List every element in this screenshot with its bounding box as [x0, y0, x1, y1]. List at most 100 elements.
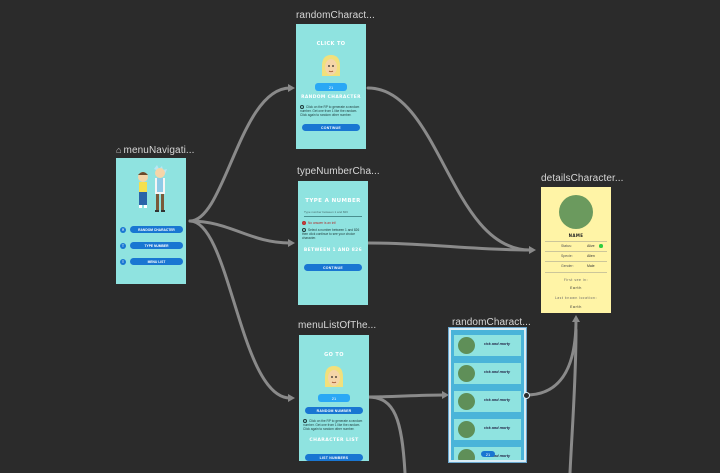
gender-label: Gender: — [561, 264, 574, 268]
node-title-text: menuNavigati... — [123, 145, 195, 156]
list-item[interactable]: rick and morty — [454, 419, 521, 443]
screen-random-list-selected[interactable]: rick and morty rick and morty rick and m… — [449, 328, 526, 462]
avatar — [458, 393, 475, 410]
specie-label: Specie: — [561, 254, 573, 258]
error-text-content: No answer is an int! — [308, 221, 336, 225]
continue-button[interactable]: CONTINUE — [304, 264, 362, 271]
screen-type-number[interactable]: TYPE A NUMBER Type number between 1 and … — [298, 181, 368, 305]
divider — [545, 251, 607, 252]
random-character-button[interactable]: RANDOM CHARACTER — [130, 226, 183, 233]
error-text: No answer is an int! — [302, 221, 336, 226]
menu-row-list[interactable]: ≡ MENU LIST — [119, 258, 183, 266]
screen-random-character[interactable]: CLICK TO 21 RANDOM CHARACTER Click on th… — [296, 24, 366, 149]
type-number-button[interactable]: TYPE NUMBER — [130, 242, 183, 249]
continue-button[interactable]: CONTINUE — [302, 124, 360, 131]
screen-menu-navigation[interactable]: ✕ RANDOM CHARACTER T TYPE NUMBER ≡ MENU … — [116, 158, 186, 284]
number-badge[interactable]: 21 — [315, 83, 347, 91]
arrow-head — [442, 391, 449, 399]
list-item-name: rick and morty — [484, 342, 511, 346]
divider — [545, 241, 607, 242]
character-name: NAME — [568, 233, 584, 238]
list-item[interactable]: rick and morty — [454, 363, 521, 387]
info-text-content: Click on the RP to generate a random num… — [300, 105, 360, 118]
screen-menu-list[interactable]: GO TO 21 RANDOM NUMBER Click on the RP t… — [299, 335, 369, 461]
last-known-value: Earth — [570, 305, 582, 309]
arrow-head — [288, 239, 295, 247]
status-label: Status: — [561, 244, 572, 248]
node-title-text: typeNumberCha... — [297, 166, 380, 177]
gender-value: Male — [587, 264, 595, 268]
node-title-text: randomCharact... — [296, 10, 375, 21]
node-title-text: detailsCharacter... — [541, 173, 624, 184]
avatar — [458, 449, 475, 460]
edge-bottom-to-details — [568, 328, 578, 473]
list-numbers-button[interactable]: LIST NUMBERS — [305, 454, 363, 461]
status-dot — [599, 244, 603, 248]
node-title-randomlist[interactable]: randomCharact... — [452, 317, 531, 328]
avatar — [458, 365, 475, 382]
shuffle-icon: ✕ — [120, 227, 126, 233]
status-value: Alive — [587, 244, 595, 248]
number-input[interactable]: Type number between 1 and 826 — [304, 210, 362, 217]
text-icon: T — [120, 243, 126, 249]
type-number-heading: TYPE A NUMBER — [305, 198, 361, 204]
list-item-name: rick and morty — [484, 398, 511, 402]
character-avatar-icon — [325, 366, 343, 387]
number-badge[interactable]: 21 — [481, 451, 495, 457]
info-text: Click on the RP to generate a random num… — [300, 105, 362, 117]
list-item-name: rick and morty — [484, 370, 511, 374]
character-list-heading: CHARACTER LIST — [309, 438, 359, 443]
node-title-menulist[interactable]: menuListOfThe... — [298, 320, 376, 331]
menu-list-button[interactable]: MENU LIST — [130, 258, 183, 265]
edge-random-to-details — [366, 86, 532, 252]
edge-menulist-to-randomlist — [366, 393, 446, 399]
list-item[interactable]: rick and morty — [454, 335, 521, 359]
edge-menu-to-menulist — [188, 219, 292, 400]
character-avatar-icon — [322, 55, 340, 76]
first-seen-value: Earth — [570, 286, 582, 290]
avatar — [458, 337, 475, 354]
arrow-head — [572, 315, 580, 322]
arrow-head — [529, 246, 536, 254]
arrow-head — [288, 84, 295, 92]
last-known-label: Last known location: — [555, 296, 597, 300]
divider — [545, 272, 607, 273]
edge-menu-to-type — [188, 219, 292, 245]
node-title-text: menuListOfThe... — [298, 320, 377, 331]
go-to-label: GO TO — [324, 352, 344, 358]
random-character-heading: RANDOM CHARACTER — [301, 95, 361, 100]
menu-row-type[interactable]: T TYPE NUMBER — [119, 242, 183, 250]
node-title-type[interactable]: typeNumberCha... — [297, 166, 380, 177]
error-icon — [302, 221, 306, 226]
connection-handle[interactable] — [523, 392, 530, 399]
character-avatar — [559, 195, 593, 229]
list-item-name: rick and morty — [484, 454, 511, 458]
list-item-name: rick and morty — [484, 426, 511, 430]
info-text: Click on the RP to generate a random num… — [303, 419, 365, 431]
avatar — [458, 421, 475, 438]
specie-value: Alien — [587, 254, 595, 258]
click-to-label: CLICK TO — [316, 41, 346, 47]
rick-and-morty-illustration — [138, 165, 167, 212]
node-title-details[interactable]: detailsCharacter... — [541, 173, 624, 184]
node-title-menu[interactable]: ⌂menuNavigati... — [116, 145, 195, 156]
menu-row-random[interactable]: ✕ RANDOM CHARACTER — [119, 226, 183, 234]
list-item[interactable]: rick and morty — [454, 391, 521, 415]
info-text-content: Select a number between 1 and 826 then c… — [302, 228, 360, 241]
edge-randomlist-to-details — [524, 318, 578, 397]
arrow-head — [288, 394, 295, 402]
home-icon: ⌂ — [116, 145, 122, 155]
node-title-text: randomCharact... — [452, 317, 531, 328]
info-text: Select a number between 1 and 826 then c… — [302, 228, 364, 240]
list-icon: ≡ — [120, 259, 126, 265]
random-number-button[interactable]: RANDOM NUMBER — [305, 407, 363, 414]
number-badge[interactable]: 21 — [318, 394, 350, 402]
range-label: BETWEEN 1 AND 826 — [303, 248, 363, 253]
edge-menulist-down — [366, 395, 407, 473]
divider — [545, 261, 607, 262]
node-title-random[interactable]: randomCharact... — [296, 10, 375, 21]
edge-menu-to-random — [188, 86, 292, 223]
screen-details-character[interactable]: NAME Status: Alive Specie: Alien Gender:… — [541, 187, 611, 313]
first-seen-label: First see in: — [563, 278, 589, 282]
